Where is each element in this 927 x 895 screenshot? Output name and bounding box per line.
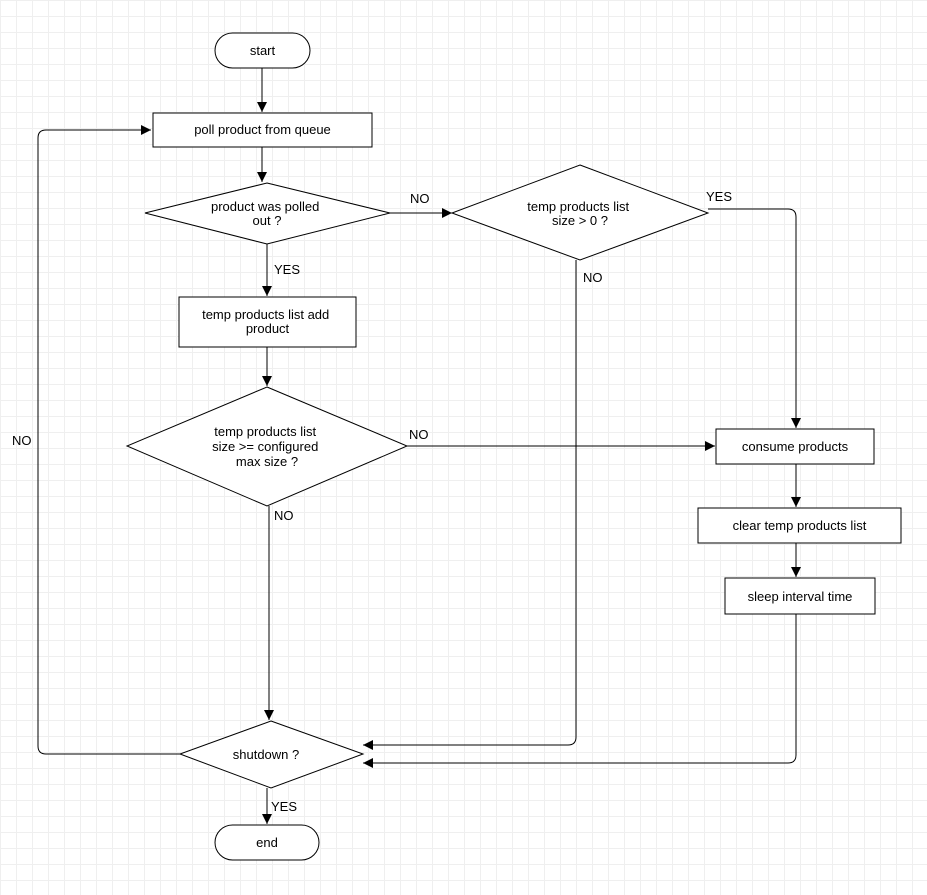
edge-labels: NO YES YES NO NO NO NO YES: [12, 189, 732, 814]
start-terminal-shape: [214, 32, 311, 69]
sleep-process-shape: [724, 577, 876, 615]
list-add-line-2: product: [246, 321, 290, 336]
node-list-add: temp products list add product: [178, 296, 357, 348]
polled-out-decision-shape: [144, 182, 391, 245]
poll-label: poll product from queue: [194, 122, 331, 137]
node-poll: poll product from queue: [152, 112, 373, 148]
node-sleep: sleep interval time: [724, 577, 876, 615]
label-size-yes: YES: [706, 189, 732, 204]
polled-out-label: product was polled out ?: [211, 199, 323, 228]
max-size-line-1: temp products list: [214, 424, 316, 439]
start-label: start: [250, 43, 276, 58]
clear-label: clear temp products list: [733, 518, 867, 533]
edge-sleep-to-shutdown: [363, 614, 797, 768]
max-size-decision-shape: [125, 386, 409, 507]
label-polled-no: NO: [410, 191, 430, 206]
node-end: end: [214, 824, 320, 861]
node-polled-out-decision: product was polled out ?: [144, 182, 391, 245]
edge-size-yes-to-consume: [708, 208, 801, 428]
size-gt-zero-decision-shape: [450, 164, 710, 261]
label-shutdown-no: NO: [12, 433, 32, 448]
label-polled-yes: YES: [274, 262, 300, 277]
size-gt-zero-line-1: temp products list: [527, 199, 629, 214]
sleep-label: sleep interval time: [748, 589, 853, 604]
list-add-line-1: temp products list add: [202, 307, 329, 322]
label-size-no: NO: [583, 270, 603, 285]
shutdown-decision-shape: [178, 720, 365, 789]
node-start: start: [214, 32, 311, 69]
consume-process-shape: [715, 428, 875, 465]
polled-out-line-1: product was polled: [211, 199, 319, 214]
size-gt-zero-line-2: size > 0 ?: [552, 213, 608, 228]
list-add-label: temp products list add product: [202, 307, 333, 336]
node-max-size-decision: temp products list size >= configured ma…: [125, 386, 409, 507]
node-shutdown-decision: shutdown ?: [178, 720, 365, 789]
node-size-gt-zero-decision: temp products list size > 0 ?: [450, 164, 710, 261]
label-shutdown-yes: YES: [271, 799, 297, 814]
size-gt-zero-label: temp products list size > 0 ?: [527, 199, 633, 228]
max-size-line-2: size >= configured: [212, 439, 318, 454]
label-max-no-right: NO: [409, 427, 429, 442]
max-size-label: temp products list size >= configured ma…: [212, 424, 322, 469]
end-terminal-shape: [214, 824, 320, 861]
consume-label: consume products: [742, 439, 849, 454]
edge-size-no-to-shutdown: [363, 260, 577, 750]
end-label: end: [256, 835, 278, 850]
max-size-line-3: max size ?: [236, 454, 298, 469]
poll-process-shape: [152, 112, 373, 148]
polled-out-line-2: out ?: [253, 213, 282, 228]
edge-shutdown-no-to-poll: [37, 125, 180, 755]
node-consume: consume products: [715, 428, 875, 465]
clear-process-shape: [697, 507, 902, 544]
shutdown-label: shutdown ?: [233, 747, 300, 762]
edges: [37, 68, 801, 824]
list-add-process-shape: [178, 296, 357, 348]
label-max-no-down: NO: [274, 508, 294, 523]
node-clear: clear temp products list: [697, 507, 902, 544]
